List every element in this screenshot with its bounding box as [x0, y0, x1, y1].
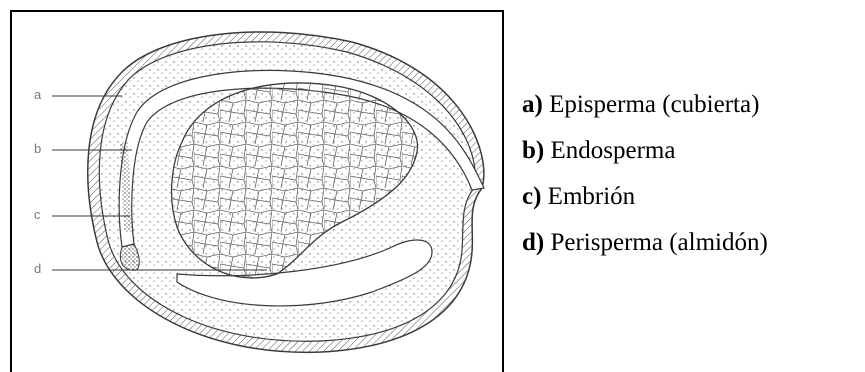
- legend-item-b: b) Endosperma: [522, 128, 768, 174]
- legend-letter: b): [522, 137, 544, 164]
- seed-diagram-frame: a b c d: [10, 10, 504, 372]
- legend-letter: d): [522, 229, 544, 256]
- diagram-label-b: b: [34, 141, 41, 156]
- legend-letter: a): [522, 91, 543, 118]
- legend-text: Endosperma: [544, 137, 675, 164]
- legend-text: Perisperma (almidón): [544, 229, 768, 256]
- legend-letter: c): [522, 183, 541, 210]
- diagram-label-c: c: [34, 207, 41, 222]
- diagram-label-a: a: [34, 87, 41, 102]
- legend-item-c: c) Embrión: [522, 174, 768, 220]
- seed-cross-section: [12, 12, 504, 372]
- diagram-label-d: d: [34, 261, 41, 276]
- legend: a) Episperma (cubierta) b) Endosperma c)…: [522, 82, 768, 266]
- legend-item-a: a) Episperma (cubierta): [522, 82, 768, 128]
- legend-item-d: d) Perisperma (almidón): [522, 220, 768, 266]
- legend-text: Episperma (cubierta): [543, 91, 760, 118]
- legend-text: Embrión: [541, 183, 635, 210]
